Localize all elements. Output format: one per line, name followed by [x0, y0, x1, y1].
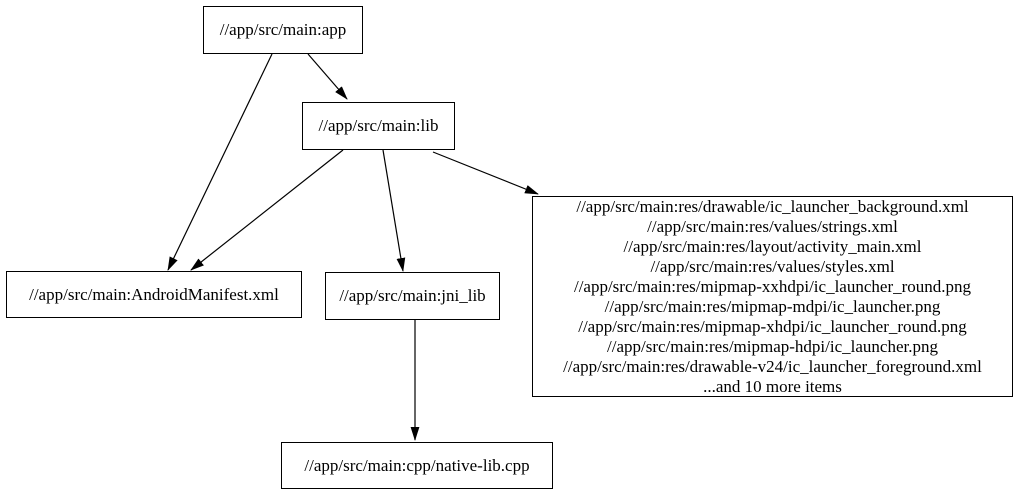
node-res-line: //app/src/main:res/drawable-v24/ic_launc…	[563, 356, 982, 376]
edge-lib-to-res	[432, 151, 539, 195]
edge-lib-to-manifest	[190, 149, 344, 271]
node-res-line: //app/src/main:res/mipmap-mdpi/ic_launch…	[604, 296, 941, 316]
graph-node-native-lib-cpp: //app/src/main:cpp/native-lib.cpp	[281, 442, 553, 489]
edge-app-to-manifest	[167, 53, 273, 271]
node-res-line: //app/src/main:res/mipmap-xhdpi/ic_launc…	[578, 316, 967, 336]
node-res-line: //app/src/main:res/values/styles.xml	[650, 256, 895, 276]
graph-node-android-manifest: //app/src/main:AndroidManifest.xml	[6, 271, 302, 318]
node-manifest-label: //app/src/main:AndroidManifest.xml	[29, 284, 279, 304]
graph-node-res-files: //app/src/main:res/drawable/ic_launcher_…	[532, 196, 1013, 397]
node-res-line: //app/src/main:res/drawable/ic_launcher_…	[576, 196, 969, 216]
node-lib-label: //app/src/main:lib	[318, 116, 439, 135]
edge-lib-to-jni-lib	[382, 149, 406, 272]
node-cpp-label: //app/src/main:cpp/native-lib.cpp	[304, 455, 530, 475]
graph-node-lib: //app/src/main:lib	[302, 102, 455, 150]
node-res-line: //app/src/main:res/layout/activity_main.…	[623, 236, 922, 256]
graph-node-app: //app/src/main:app	[203, 6, 363, 54]
node-app-label: //app/src/main:app	[219, 20, 347, 39]
node-res-line: //app/src/main:res/mipmap-xxhdpi/ic_laun…	[573, 276, 972, 296]
graph-node-jni-lib: //app/src/main:jni_lib	[325, 272, 500, 320]
node-res-line: //app/src/main:res/values/strings.xml	[647, 216, 898, 236]
node-jni-lib-label: //app/src/main:jni_lib	[339, 286, 486, 305]
node-res-line: //app/src/main:res/mipmap-hdpi/ic_launch…	[607, 336, 938, 356]
edge-app-to-lib	[307, 53, 348, 100]
node-res-line: ...and 10 more items	[703, 376, 842, 396]
